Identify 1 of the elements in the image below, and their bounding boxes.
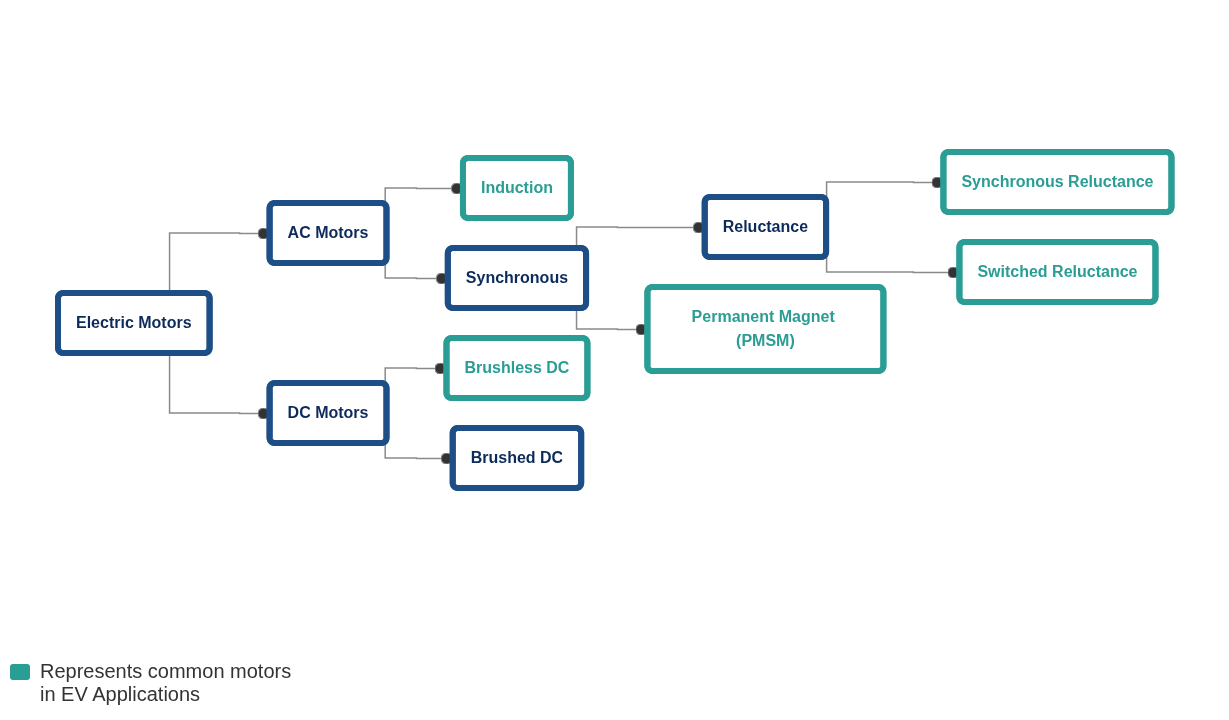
- legend-text: Represents common motors in EV Applications: [40, 660, 293, 706]
